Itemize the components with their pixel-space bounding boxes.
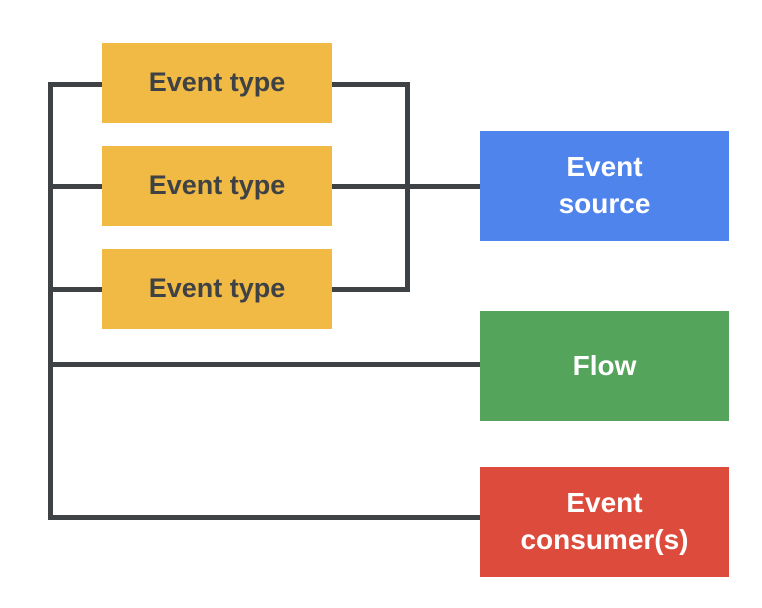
connector-event-type-2-left	[48, 184, 102, 189]
event-source-box-label: Event source	[558, 151, 651, 219]
event-consumers-box: Event consumer(s)	[480, 467, 729, 577]
connector-event-type-3-right	[332, 287, 410, 292]
connector-left-vertical-rail	[48, 82, 53, 520]
event-source-box: Event source	[480, 131, 729, 241]
connector-to-flow	[48, 362, 480, 367]
event-type-box-1-label: Event type	[148, 67, 286, 98]
flow-box: Flow	[480, 311, 729, 421]
connector-event-type-1-left	[48, 82, 102, 87]
connector-to-event-consumers	[48, 515, 480, 520]
event-type-box-3: Event type	[102, 249, 332, 329]
connector-event-type-1-right	[332, 82, 410, 87]
connector-event-type-3-left	[48, 287, 102, 292]
event-type-box-2-label: Event type	[148, 170, 286, 201]
connector-right-vertical-rail	[405, 82, 410, 292]
flow-box-label: Flow	[572, 349, 637, 381]
event-type-box-2: Event type	[102, 146, 332, 226]
event-type-box-3-label: Event type	[148, 273, 286, 304]
event-type-box-1: Event type	[102, 43, 332, 123]
event-consumers-box-label: Event consumer(s)	[520, 487, 689, 555]
